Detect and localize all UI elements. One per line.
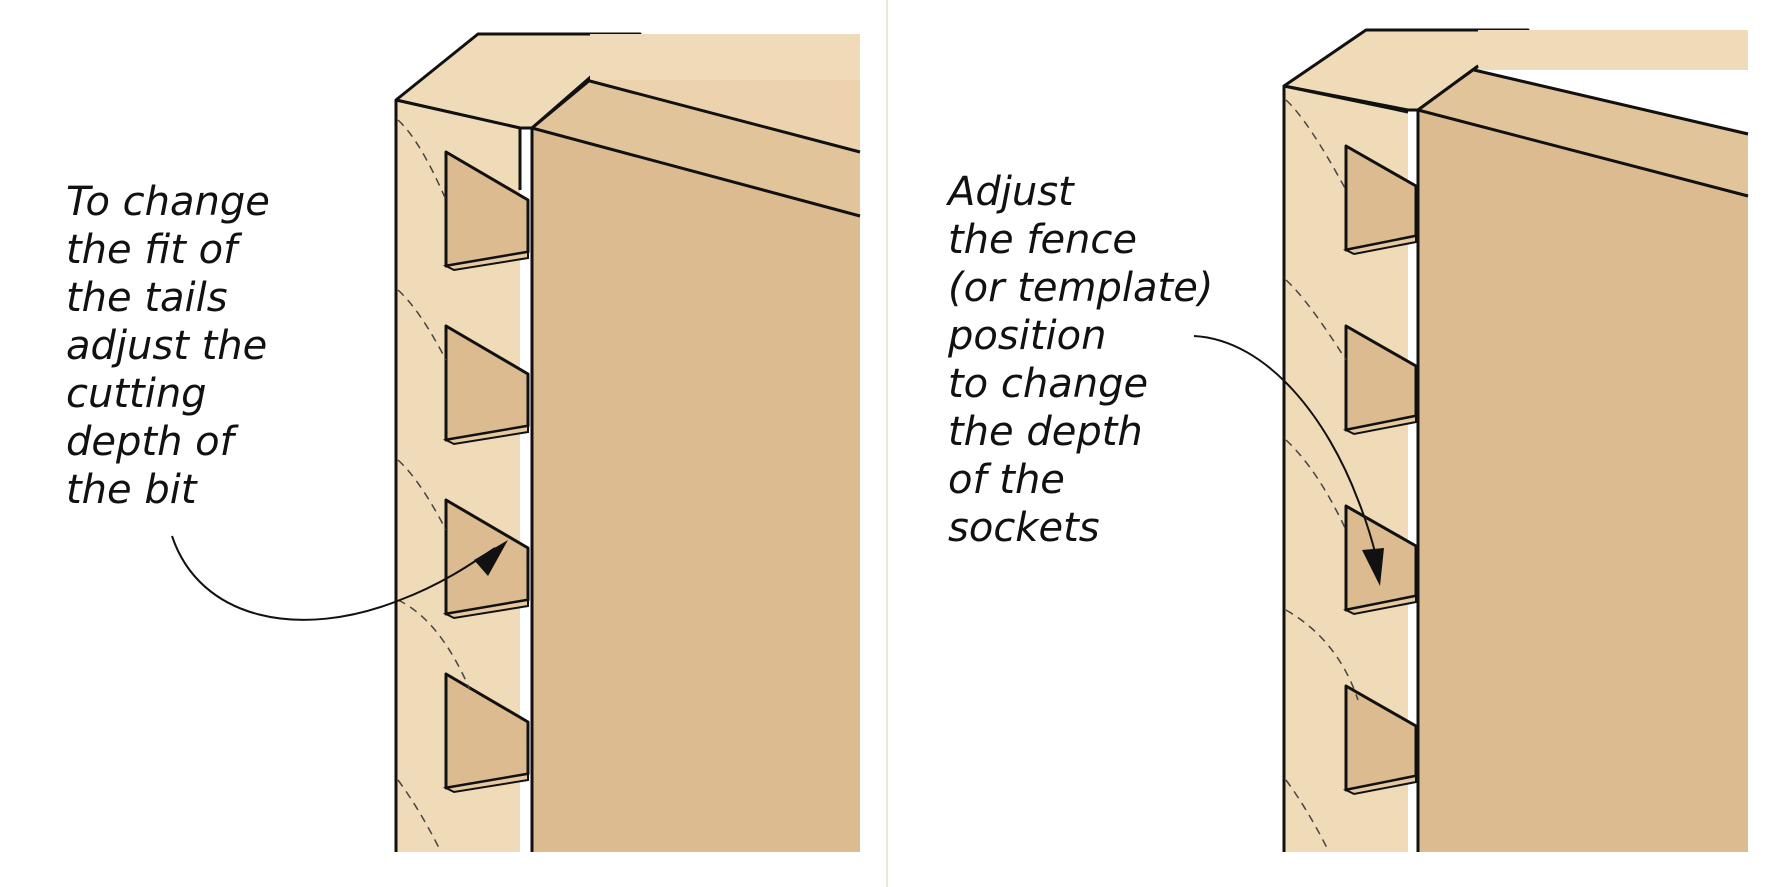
- edge-line-2: [1473, 68, 1749, 136]
- caption-tail-fit: To change the fit of the tails adjust th…: [66, 179, 270, 513]
- socket-shading: [1342, 234, 1417, 796]
- front-top-edge: [1283, 84, 1409, 114]
- edge-line-1: [1417, 108, 1749, 198]
- side-board-top: [532, 80, 860, 150]
- scribe-lines: [1285, 99, 1359, 851]
- panel-divider: [886, 0, 888, 887]
- side-board-band: [532, 80, 860, 216]
- leader-arrow-line: [171, 535, 496, 621]
- side-board-face: [1418, 110, 1748, 852]
- edge-line-3: [1417, 64, 1479, 112]
- edge-line-1: [531, 126, 861, 218]
- arrowhead: [474, 540, 508, 576]
- tail-shading: [442, 250, 529, 794]
- side-board-top-strip: [1478, 30, 1748, 70]
- side-board-band: [1418, 70, 1748, 196]
- front-top-edge: [395, 98, 521, 130]
- left-panel: To change the fit of the tails adjust th…: [0, 0, 886, 887]
- caption-fence-adjust: Adjust the fence (or template) position …: [948, 169, 1214, 551]
- edge-line-2: [585, 78, 861, 154]
- front-board-face: [396, 100, 520, 852]
- scribe-lines: [397, 119, 471, 851]
- side-board-face: [532, 128, 860, 852]
- socket-board-illustration: [1193, 28, 1749, 852]
- edge-line-3: [531, 78, 591, 130]
- leader-arrow-line: [1193, 335, 1377, 557]
- tail-board-illustration: [171, 32, 861, 852]
- right-panel: Adjust the fence (or template) position …: [888, 0, 1774, 887]
- side-board-top-strip: [590, 34, 860, 80]
- arrowhead: [1362, 548, 1384, 586]
